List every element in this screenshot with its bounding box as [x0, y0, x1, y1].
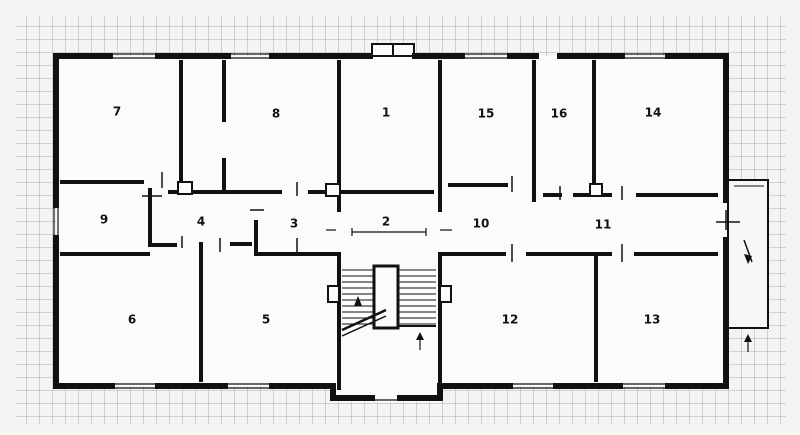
room-labels: 7 8 1 15 16 14 9 4 3 2 10 11 6 5 12 13	[100, 105, 662, 327]
ducts	[177, 181, 603, 303]
room-16-label: 16	[551, 107, 568, 121]
room-11-label: 11	[595, 218, 612, 232]
room-1-label: 1	[382, 106, 390, 120]
corridor-marker	[326, 228, 452, 236]
room-3-label: 3	[290, 217, 298, 231]
room-13-label: 13	[644, 313, 661, 327]
room-5-label: 5	[262, 313, 270, 327]
room-4-label: 4	[197, 215, 205, 229]
room-15-label: 15	[478, 107, 495, 121]
stairwell	[341, 264, 436, 350]
top-entrance	[371, 43, 415, 57]
room-6-label: 6	[128, 313, 136, 327]
room-14-label: 14	[645, 106, 662, 120]
room-9-label: 9	[100, 213, 108, 227]
room-2-label: 2	[382, 215, 390, 229]
terrace	[727, 179, 769, 352]
windows	[53, 53, 668, 401]
room-12-label: 12	[502, 313, 519, 327]
building-footprint	[56, 44, 768, 402]
room-10-label: 10	[473, 217, 490, 231]
room-8-label: 8	[272, 107, 280, 121]
interior-walls	[60, 60, 718, 390]
exterior-walls	[53, 53, 729, 401]
room-7-label: 7	[113, 105, 121, 119]
